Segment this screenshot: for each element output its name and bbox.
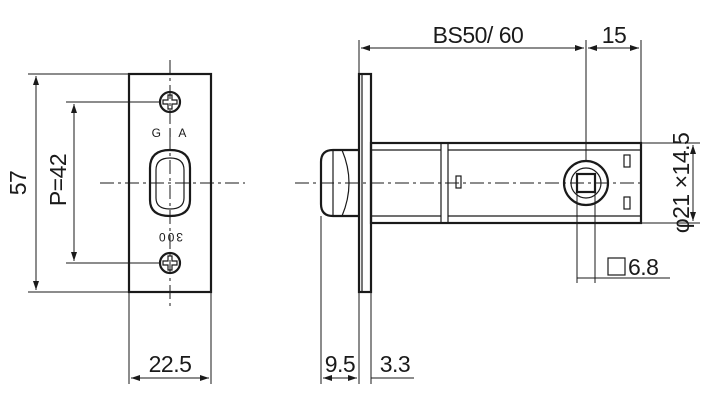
backset-dimension: BS50/ 60 15 <box>358 22 642 161</box>
front-view: G I A 300 57 P=42 22.5 <box>5 60 245 384</box>
latch-label: 9.5 <box>325 351 355 377</box>
pitch-label: P=42 <box>45 154 71 206</box>
top-marking: G I A <box>152 126 189 140</box>
backset-label: BS50/ 60 <box>433 22 524 48</box>
plate-label: 3.3 <box>380 351 410 377</box>
body-label: φ21 ×14.5 <box>668 133 694 234</box>
height-dimension: 57 <box>5 73 129 293</box>
height-label: 57 <box>5 171 31 196</box>
width-dimension: 22.5 <box>128 292 212 384</box>
latch-bolt-opening <box>148 148 192 218</box>
spindle-offset-label: 15 <box>602 22 627 48</box>
side-view: BS50/ 60 15 φ21 ×14.5 6.8 9.5 3 <box>295 22 700 384</box>
bottom-dimensions: 9.5 3.3 <box>320 216 414 384</box>
bottom-marking: 300 <box>157 230 183 244</box>
spindle-dimension: 6.8 <box>576 192 670 283</box>
width-label: 22.5 <box>149 351 192 377</box>
top-screw-icon <box>158 90 182 114</box>
pitch-dimension: P=42 <box>45 101 160 264</box>
body-height-dimension: φ21 ×14.5 <box>641 133 700 234</box>
spindle-label: 6.8 <box>628 254 658 280</box>
latch-bolt-nose <box>319 148 359 218</box>
square-symbol-icon <box>607 257 626 276</box>
spindle-hub-icon <box>562 159 610 207</box>
latch-case-body <box>369 141 643 225</box>
